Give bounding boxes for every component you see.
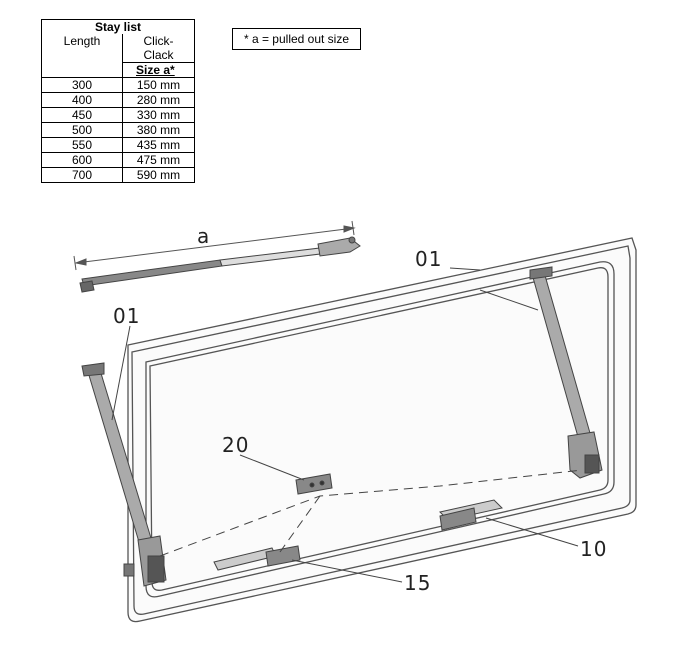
table-header-row: Length Click- Clack xyxy=(41,34,195,78)
part-15-bracket xyxy=(213,545,301,571)
size-cell: 475 mm xyxy=(122,152,195,168)
dimension-a-indicator xyxy=(73,220,356,271)
part-01-left-label: 01 xyxy=(113,304,140,328)
part-20-fastener xyxy=(295,473,333,495)
stay-rod-detached xyxy=(79,236,361,293)
stay-list-table: Stay list Length Click- Clack Size a* 30… xyxy=(41,19,195,183)
length-column-header: Length xyxy=(41,34,123,78)
leader-lines xyxy=(111,267,579,583)
table-title: Stay list xyxy=(41,19,195,34)
size-cell: 330 mm xyxy=(122,107,195,123)
part-20-label: 20 xyxy=(222,433,249,457)
part-10-label: 10 xyxy=(580,537,607,561)
window-frame xyxy=(127,237,637,623)
part-15-label: 15 xyxy=(404,571,431,595)
assembly-dashed-lines xyxy=(159,469,583,557)
table-title-row: Stay list xyxy=(41,19,195,34)
click-clack-column-header: Click- Clack xyxy=(122,34,195,63)
part-01-top-label: 01 xyxy=(415,247,442,271)
dimension-a-label: a xyxy=(197,224,210,248)
size-cell: 280 mm xyxy=(122,92,195,108)
stay-rod-left xyxy=(81,362,167,587)
length-cell: 700 xyxy=(41,167,123,183)
pulled-out-size-note: * a = pulled out size xyxy=(232,28,361,50)
size-cell: 150 mm xyxy=(122,77,195,93)
part-10-bracket xyxy=(439,499,503,531)
length-cell: 600 xyxy=(41,152,123,168)
stay-rod-right xyxy=(529,266,603,479)
size-cell: 590 mm xyxy=(122,167,195,183)
